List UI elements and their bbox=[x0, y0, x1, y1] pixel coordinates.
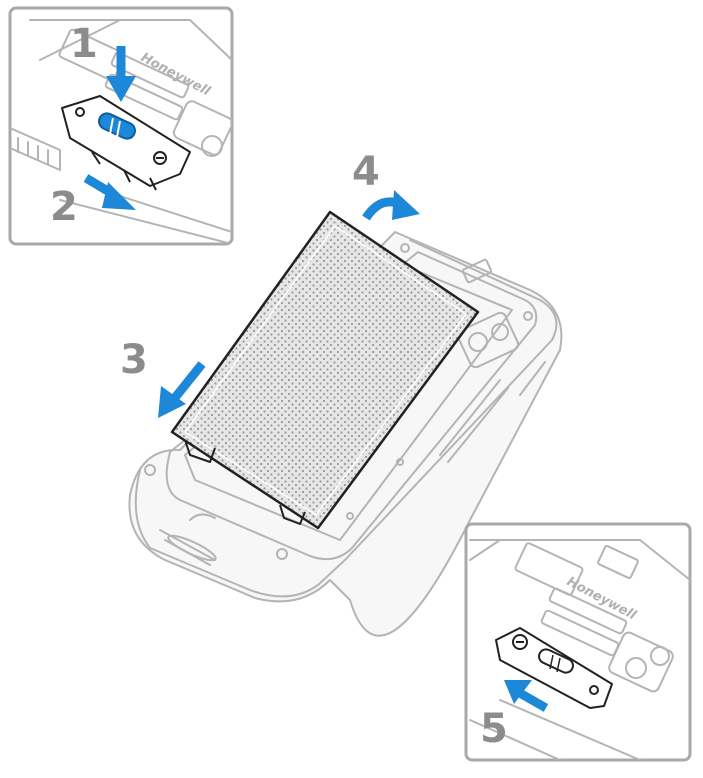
inset-unlock-latch: Honeywell bbox=[8, 6, 234, 246]
latch-slider bbox=[98, 112, 136, 140]
inset-lock-latch: Honeywell 5 bbox=[464, 522, 692, 762]
screw bbox=[346, 512, 354, 520]
screw bbox=[400, 243, 410, 253]
step-number-3: 3 bbox=[120, 337, 148, 383]
step-number-1: 1 bbox=[70, 21, 98, 67]
battery-latch bbox=[61, 95, 191, 191]
latch-slider bbox=[538, 648, 574, 674]
screw bbox=[276, 548, 288, 560]
camera-module bbox=[456, 258, 520, 369]
step-number-5: 5 bbox=[480, 706, 508, 752]
slide-latch-arrow bbox=[83, 174, 136, 210]
screw bbox=[396, 458, 404, 466]
rotate-battery-arrow bbox=[362, 190, 420, 221]
battery bbox=[170, 210, 480, 530]
screw bbox=[144, 464, 156, 476]
battery-latch bbox=[495, 627, 613, 709]
press-latch-arrow bbox=[106, 46, 136, 102]
step-number-2: 2 bbox=[50, 184, 78, 230]
battery-contacts bbox=[10, 127, 61, 171]
insert-battery-arrow bbox=[158, 361, 206, 418]
lock-latch-arrow bbox=[504, 680, 549, 712]
screw bbox=[523, 311, 533, 321]
step-number-4: 4 bbox=[352, 149, 380, 195]
speaker-grill bbox=[159, 513, 217, 566]
